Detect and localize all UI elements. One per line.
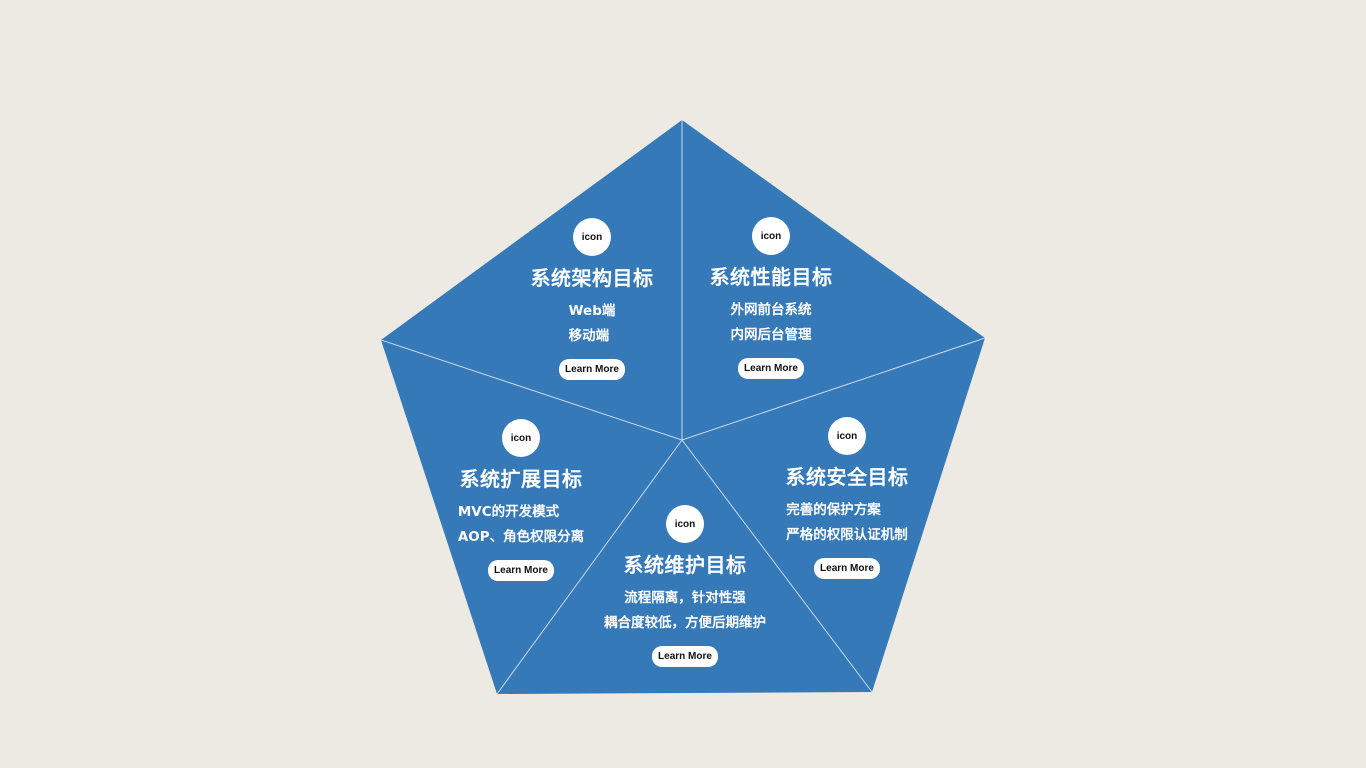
divider-right bbox=[681, 337, 986, 441]
divider-bottom-left bbox=[496, 439, 683, 695]
learn-more-button[interactable]: Learn More bbox=[814, 558, 880, 579]
divider-left bbox=[380, 339, 683, 441]
section-line: AOP、角色权限分离 bbox=[457, 529, 585, 545]
section-line: 内网后台管理 bbox=[730, 327, 812, 343]
performance-icon: icon bbox=[752, 217, 790, 255]
section-lines: MVC的开发模式 AOP、角色权限分离 bbox=[458, 500, 584, 550]
maintenance-icon: icon bbox=[666, 505, 704, 543]
learn-more-button[interactable]: Learn More bbox=[738, 358, 804, 379]
learn-more-button[interactable]: Learn More bbox=[488, 560, 554, 581]
section-line: 耦合度较低，方便后期维护 bbox=[604, 615, 766, 631]
section-line: 流程隔离，针对性强 bbox=[624, 590, 746, 606]
section-title: 系统安全目标 bbox=[785, 465, 909, 489]
section-architecture: icon 系统架构目标 Web端 移动端 Learn More bbox=[472, 218, 712, 380]
section-line: Web端 bbox=[568, 303, 616, 319]
architecture-icon: icon bbox=[573, 218, 611, 256]
section-performance: icon 系统性能目标 外网前台系统 内网后台管理 Learn More bbox=[651, 217, 891, 379]
section-line: 严格的权限认证机制 bbox=[786, 527, 908, 543]
extension-icon: icon bbox=[502, 419, 540, 457]
section-title: 系统维护目标 bbox=[623, 553, 747, 577]
section-title: 系统性能目标 bbox=[709, 265, 833, 289]
section-title: 系统扩展目标 bbox=[459, 467, 583, 491]
security-icon: icon bbox=[828, 417, 866, 455]
section-line: 完善的保护方案 bbox=[786, 502, 881, 518]
section-lines: 完善的保护方案 严格的权限认证机制 bbox=[786, 498, 908, 548]
section-extension: icon 系统扩展目标 MVC的开发模式 AOP、角色权限分离 Learn Mo… bbox=[401, 419, 641, 581]
section-lines: Web端 移动端 bbox=[569, 299, 616, 349]
section-lines: 外网前台系统 内网后台管理 bbox=[731, 298, 812, 348]
section-line: 外网前台系统 bbox=[730, 302, 812, 318]
learn-more-button[interactable]: Learn More bbox=[559, 359, 625, 380]
pentagon-body bbox=[381, 120, 985, 694]
section-maintenance: icon 系统维护目标 流程隔离，针对性强 耦合度较低，方便后期维护 Learn… bbox=[565, 505, 805, 667]
divider-bottom-right bbox=[681, 439, 873, 693]
section-security: icon 系统安全目标 完善的保护方案 严格的权限认证机制 Learn More bbox=[727, 417, 967, 579]
section-line: MVC的开发模式 bbox=[457, 504, 560, 520]
section-lines: 流程隔离，针对性强 耦合度较低，方便后期维护 bbox=[604, 586, 766, 636]
section-title: 系统架构目标 bbox=[530, 266, 654, 290]
learn-more-button[interactable]: Learn More bbox=[652, 646, 718, 667]
section-line: 移动端 bbox=[568, 328, 610, 344]
